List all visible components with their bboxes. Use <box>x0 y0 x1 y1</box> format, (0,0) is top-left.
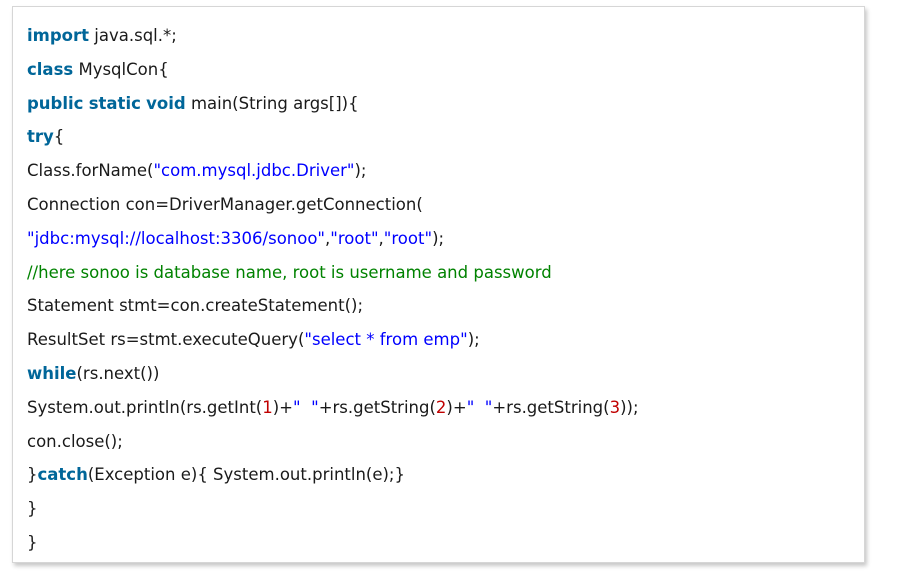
code-token-plain: , <box>378 228 384 248</box>
code-token-plain: ); <box>354 161 367 181</box>
code-block: import java.sql.*;class MysqlCon{public … <box>12 6 865 563</box>
code-token-keyword: import <box>27 26 90 45</box>
code-token-plain: )); <box>620 397 639 417</box>
code-token-plain: Class.forName( <box>27 161 154 181</box>
code-token-string: "select * from emp" <box>304 330 468 350</box>
code-token-number: 1 <box>262 397 273 417</box>
code-line-15: } <box>27 497 639 531</box>
code-token-keyword: catch <box>37 465 88 485</box>
code-line-6: Connection con=DriverManager.getConnecti… <box>27 193 639 227</box>
code-token-string: " " <box>293 397 319 417</box>
code-token-keyword: class <box>27 59 74 79</box>
code-token-plain: ); <box>467 330 480 350</box>
code-token-keyword: void <box>146 93 186 113</box>
code-token-keyword: try <box>27 127 54 147</box>
code-token-plain: +rs.getString( <box>492 397 610 417</box>
code-line-1: import java.sql.*; <box>27 24 639 58</box>
code-line-5: Class.forName("com.mysql.jdbc.Driver"); <box>27 159 639 193</box>
code-token-plain: (Exception e){ System.out.println(e);} <box>87 465 405 485</box>
code-token-string: " " <box>466 397 493 417</box>
code-token-plain: )+ <box>272 397 294 417</box>
code-token-string: "com.mysql.jdbc.Driver" <box>153 161 355 181</box>
code-token-plain: System.out.println(rs.getInt( <box>27 397 263 417</box>
code-token-plain: ); <box>432 228 445 248</box>
code-token-comment: //here sonoo is database name, root is u… <box>27 262 552 282</box>
code-token-plain: )+ <box>446 397 467 417</box>
code-line-10: ResultSet rs=stmt.executeQuery("select *… <box>27 328 639 362</box>
code-line-14: }catch(Exception e){ System.out.println(… <box>27 463 639 497</box>
code-token-string: "root" <box>330 228 379 248</box>
code-token-plain: java.sql.*; <box>89 26 177 45</box>
code-token-plain: ResultSet rs=stmt.executeQuery( <box>27 330 305 350</box>
code-line-16: } <box>27 531 639 565</box>
code-token-plain: , <box>325 228 331 248</box>
code-token-number: 3 <box>609 397 621 417</box>
code-line-13: con.close(); <box>27 430 639 464</box>
code-token-number: 2 <box>435 397 447 417</box>
code-token-plain: Statement stmt=con.createStatement(); <box>27 296 364 316</box>
code-line-12: System.out.println(rs.getInt(1)+" "+rs.g… <box>27 396 639 430</box>
code-line-2: class MysqlCon{ <box>27 58 639 92</box>
code-line-7: "jdbc:mysql://localhost:3306/sonoo","roo… <box>27 227 639 261</box>
code-token-string: "jdbc:mysql://localhost:3306/sonoo" <box>27 228 326 248</box>
code-token-plain: } <box>27 465 38 485</box>
code-token-plain: main(String args[]){ <box>185 93 359 113</box>
code-token-plain: } <box>27 499 38 519</box>
code-line-4: try{ <box>27 125 639 159</box>
code-line-3: public static void main(String args[]){ <box>27 92 639 126</box>
code-token-string: "root" <box>383 228 433 248</box>
code-token-plain: { <box>53 127 65 147</box>
code-line-9: Statement stmt=con.createStatement(); <box>27 294 639 328</box>
code-token-plain: +rs.getString( <box>318 397 436 417</box>
code-token-keyword: while <box>27 363 77 383</box>
code-token-plain: (rs.next()) <box>76 363 160 383</box>
code-token-keyword: public <box>27 93 84 113</box>
code-lines: import java.sql.*;class MysqlCon{public … <box>27 24 639 565</box>
code-token-plain: con.close(); <box>27 431 123 451</box>
code-line-11: while(rs.next()) <box>27 362 639 396</box>
code-token-keyword: static <box>88 93 141 113</box>
code-line-8: //here sonoo is database name, root is u… <box>27 261 639 295</box>
code-token-plain: } <box>27 532 38 552</box>
code-token-plain: MysqlCon{ <box>73 59 169 79</box>
code-token-plain: Connection con=DriverManager.getConnecti… <box>27 194 423 214</box>
